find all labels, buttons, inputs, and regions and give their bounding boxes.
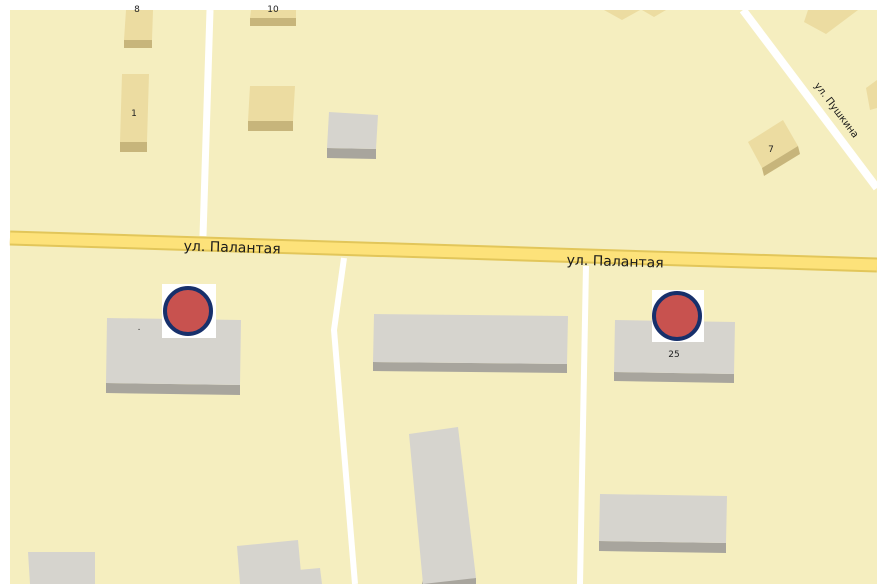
- house-number-top-center: 10: [267, 5, 279, 15]
- house-number-1: 1: [131, 109, 137, 119]
- building-tan: [120, 142, 147, 152]
- street-label-palantaya-left: ул. Палантая: [183, 238, 281, 257]
- building-tan: [804, 10, 858, 34]
- buildings-gray: [28, 112, 735, 584]
- building-gray: [373, 362, 567, 373]
- minor-roads: [199, 7, 877, 584]
- building-tan: [642, 10, 666, 17]
- building-tan: [866, 80, 877, 110]
- marker-circle-icon[interactable]: [652, 291, 702, 341]
- minor-road-south-center-right: [577, 265, 589, 584]
- building-gray: [106, 383, 240, 395]
- road-palantaya: [9, 232, 877, 271]
- building-gray: [599, 541, 726, 553]
- building-gray: [327, 112, 378, 149]
- building-gray: [28, 552, 95, 584]
- house-number-7: 7: [768, 145, 774, 155]
- building-gray: [373, 314, 568, 364]
- marker-dot: .: [138, 323, 141, 333]
- building-tan: [250, 18, 296, 26]
- marker-circle-icon[interactable]: [163, 286, 213, 336]
- map-marker-left[interactable]: [162, 284, 216, 338]
- minor-road-north-left: [199, 9, 214, 237]
- building-gray: [409, 427, 476, 584]
- building-tan: [762, 146, 800, 176]
- building-tan: [120, 74, 149, 142]
- map-marker-right[interactable]: [652, 290, 704, 342]
- road-pushkina: [739, 7, 877, 191]
- building-gray: [327, 148, 376, 159]
- building-tan: [604, 10, 640, 20]
- building-tan: [250, 10, 296, 18]
- building-gray: [614, 320, 735, 374]
- house-number-top-left: 8: [134, 5, 140, 15]
- building-gray: [614, 372, 734, 383]
- building-tan: [248, 86, 295, 121]
- building-tan: [124, 40, 152, 48]
- buildings-tan: [120, 10, 877, 176]
- building-tan: [124, 10, 153, 40]
- building-gray: [599, 494, 727, 543]
- street-label-palantaya-right: ул. Палантая: [566, 252, 664, 271]
- house-number-25: 25: [668, 350, 679, 360]
- building-tan: [248, 121, 293, 131]
- building-gray: [237, 540, 302, 584]
- building-tan: [748, 120, 798, 168]
- building-gray: [298, 568, 322, 584]
- minor-road-south-center-left: [330, 257, 358, 584]
